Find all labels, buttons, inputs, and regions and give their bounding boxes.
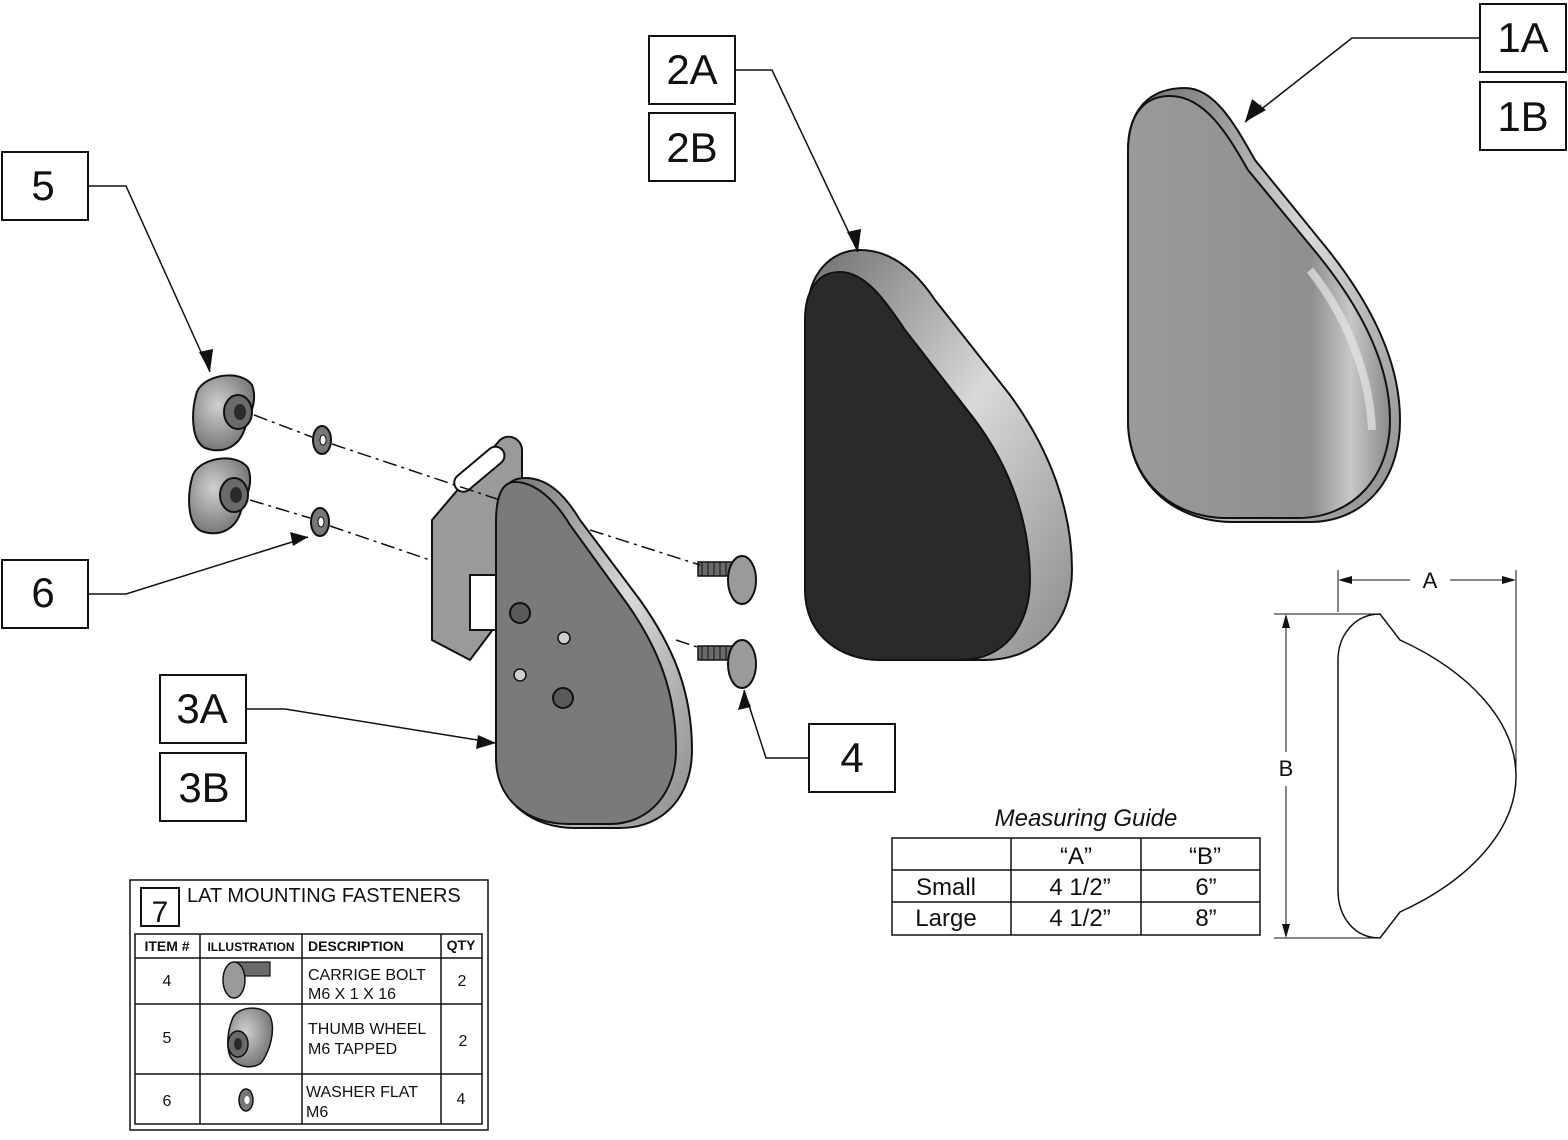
- carriage-bolt-lower: [697, 639, 757, 689]
- ft-row6-desc2: M6: [306, 1104, 328, 1121]
- callout-6-label: 6: [31, 569, 54, 616]
- ft-row6-qty: 4: [457, 1091, 466, 1108]
- fastener-table-title: LAT MOUNTING FASTENERS: [187, 885, 461, 907]
- callout-3b: 3B: [159, 752, 247, 822]
- dimension-b: [1274, 613, 1378, 939]
- callout-5: 5: [1, 151, 89, 221]
- mg-row-large-size: Large: [915, 905, 976, 932]
- callout-1b: 1B: [1479, 81, 1567, 151]
- measuring-guide: Measuring Guide “A” “B” Small 4 1/2” 6” …: [891, 805, 1261, 936]
- mg-row-small-size: Small: [916, 874, 976, 901]
- callout-3b-label: 3B: [178, 764, 229, 811]
- bracket-plate-3: [431, 435, 694, 829]
- ft-header-item: ITEM #: [144, 938, 189, 954]
- mg-row-small-b: 6”: [1195, 874, 1216, 901]
- callout-2a: 2A: [648, 35, 736, 105]
- dimension-b-label: B: [1279, 756, 1294, 781]
- ft-row5-qty: 2: [459, 1033, 468, 1050]
- callout-4-label: 4: [840, 734, 863, 781]
- measuring-guide-title: Measuring Guide: [995, 805, 1178, 832]
- fastener-table-number-box: [140, 887, 180, 927]
- dimension-outline: [1337, 613, 1517, 939]
- mg-row-large-a: 4 1/2”: [1049, 905, 1110, 932]
- ft-row5-item: 5: [163, 1030, 172, 1047]
- ft-row4-desc2: M6 X 1 X 16: [308, 986, 396, 1003]
- fastener-table: 7 LAT MOUNTING FASTENERS ITEM # ILLUSTRA…: [129, 879, 489, 1131]
- ft-row5-desc2: M6 TAPPED: [308, 1041, 397, 1058]
- ft-row5-thumbwheel-illustration: [227, 1007, 274, 1068]
- callout-4: 4: [808, 723, 896, 793]
- ft-row4-item: 4: [163, 973, 172, 990]
- mg-row-small-a: 4 1/2”: [1049, 874, 1110, 901]
- mg-header-a: “A”: [1060, 843, 1092, 870]
- ft-row6-item: 6: [163, 1093, 172, 1110]
- washer-lower: [310, 507, 330, 537]
- washer-upper: [312, 425, 332, 455]
- assembly-axis-lines: [249, 414, 701, 649]
- ft-header-qty: QTY: [447, 937, 476, 953]
- leader-arrowheads: [199, 99, 1266, 749]
- callout-5-label: 5: [31, 162, 54, 209]
- carriage-bolt-upper: [697, 555, 757, 605]
- fastener-table-number: 7: [152, 896, 169, 929]
- ft-row4-desc1: CARRIGE BOLT: [308, 967, 426, 984]
- callout-2b: 2B: [648, 112, 736, 182]
- dim-b-arrow-bottom: [1282, 924, 1290, 938]
- ft-row6-desc1: WASHER FLAT: [306, 1084, 418, 1101]
- dim-b-arrow-top: [1282, 614, 1290, 628]
- dim-a-arrow-left: [1338, 576, 1352, 584]
- callout-1a-label: 1A: [1497, 14, 1548, 61]
- ft-row4-qty: 2: [458, 973, 467, 990]
- pad-1-outer: [1127, 86, 1402, 523]
- thumb-wheel-lower: [188, 457, 252, 535]
- callout-3a: 3A: [159, 674, 247, 744]
- callout-1a: 1A: [1479, 3, 1567, 73]
- callout-6: 6: [1, 559, 89, 629]
- mg-row-large-b: 8”: [1195, 905, 1216, 932]
- leader-lines: [88, 37, 1480, 759]
- dim-a-arrow-right: [1502, 576, 1516, 584]
- ft-row4-bolt-illustration: [222, 961, 271, 999]
- mg-header-b: “B”: [1189, 843, 1221, 870]
- ft-header-description: DESCRIPTION: [308, 938, 404, 954]
- ft-header-illustration: ILLUSTRATION: [207, 940, 294, 954]
- thumb-wheel-upper: [192, 374, 256, 452]
- pad-2-foam: [804, 248, 1074, 661]
- ft-row5-desc1: THUMB WHEEL: [308, 1021, 426, 1038]
- callout-2a-label: 2A: [666, 46, 717, 93]
- callout-1b-label: 1B: [1497, 93, 1548, 140]
- callout-3a-label: 3A: [176, 685, 227, 732]
- callout-2b-label: 2B: [666, 124, 717, 171]
- ft-row6-washer-illustration: [238, 1088, 254, 1112]
- dimension-a-label: A: [1423, 568, 1438, 593]
